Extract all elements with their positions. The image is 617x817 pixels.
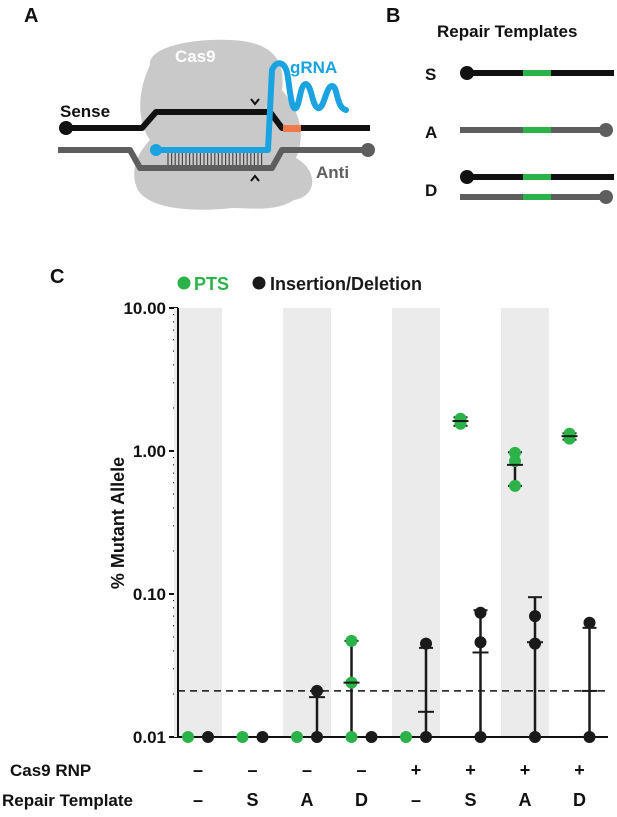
template-condition: S <box>246 790 258 810</box>
template-label-a: A <box>425 123 437 142</box>
template-label-s: S <box>425 65 436 84</box>
cas9-condition: + <box>520 760 531 780</box>
cas9-condition: + <box>574 760 585 780</box>
pts-point <box>400 731 412 743</box>
pam-site <box>283 125 301 132</box>
cas9-condition: + <box>465 760 476 780</box>
indel-point <box>202 731 214 743</box>
y-tick-label: 1.00 <box>133 442 166 461</box>
repair-templates-title: Repair Templates <box>437 22 577 41</box>
plot-area <box>177 308 608 743</box>
y-tick-label: 10.00 <box>123 299 166 318</box>
template-condition: D <box>573 790 586 810</box>
cut-site-bottom-icon <box>250 174 260 182</box>
template-condition: – <box>411 790 421 810</box>
panel-a-letter: A <box>24 5 38 27</box>
pts-point <box>236 731 249 743</box>
legend-indel-label: Insertion/Deletion <box>270 274 422 294</box>
template-condition: – <box>193 790 203 810</box>
row-label-cas9: Cas9 RNP <box>10 761 91 780</box>
legend-pts-label: PTS <box>194 274 229 294</box>
panel-c-letter: C <box>50 266 64 288</box>
row-label-template: Repair Template <box>2 791 133 810</box>
group-band <box>283 308 331 737</box>
anti-strand <box>58 143 375 171</box>
indel-point <box>474 606 487 619</box>
template-condition: S <box>464 790 476 810</box>
pts-point <box>291 731 303 743</box>
cas9-label: Cas9 <box>175 47 216 66</box>
template-label-d: D <box>425 181 437 200</box>
y-tick-label: 0.01 <box>133 728 166 747</box>
cas9-condition: – <box>247 760 257 780</box>
sense-label: Sense <box>60 102 110 121</box>
pts-point <box>345 731 358 743</box>
y-axis-ticks: 10.00 1.00 0.10 0.01 <box>123 299 178 747</box>
group-band <box>501 308 549 737</box>
template-d <box>460 170 614 204</box>
pts-point <box>509 446 521 459</box>
indel-point <box>529 637 541 650</box>
indel-point <box>311 684 323 697</box>
base-pair-hatch <box>167 153 263 165</box>
grna-strand <box>150 60 349 156</box>
indel-point <box>256 731 269 743</box>
indel-point <box>474 636 487 649</box>
condition-rows: Cas9 RNP Repair Template – – – S – A – D + – + S + A + D <box>2 760 586 810</box>
cas9-condition: – <box>193 760 203 780</box>
indel-point <box>474 731 487 743</box>
grna-label: gRNA <box>290 58 337 77</box>
indel-point <box>583 731 596 743</box>
cas9-condition: – <box>302 760 312 780</box>
legend-indel-marker <box>252 276 266 290</box>
template-condition: A <box>519 790 532 810</box>
indel-point <box>311 731 323 743</box>
y-axis-label: % Mutant Allele <box>108 457 128 589</box>
pts-point <box>563 427 576 440</box>
indel-point <box>365 731 378 743</box>
y-tick-label: 0.10 <box>133 585 166 604</box>
anti-label: Anti <box>316 163 349 182</box>
indel-point <box>529 610 541 623</box>
background-bands <box>174 308 549 737</box>
group-band <box>392 308 440 737</box>
pts-point <box>454 412 467 425</box>
pts-point <box>182 731 194 743</box>
sense-strand <box>59 109 370 135</box>
indel-point <box>529 731 541 743</box>
cas9-condition: + <box>411 760 422 780</box>
template-a <box>460 123 613 137</box>
indel-point <box>420 731 432 743</box>
legend-pts-marker <box>177 276 191 290</box>
group-band <box>174 308 222 737</box>
pts-point <box>509 479 521 492</box>
template-condition: A <box>301 790 314 810</box>
indel-point <box>583 616 596 629</box>
cut-site-top-icon <box>250 98 260 106</box>
template-condition: D <box>355 790 368 810</box>
pts-point <box>345 634 358 647</box>
legend: PTS Insertion/Deletion <box>177 274 422 294</box>
template-s <box>460 66 614 80</box>
indel-point <box>420 637 432 650</box>
cas9-condition: – <box>356 760 366 780</box>
panel-b-letter: B <box>386 5 400 27</box>
